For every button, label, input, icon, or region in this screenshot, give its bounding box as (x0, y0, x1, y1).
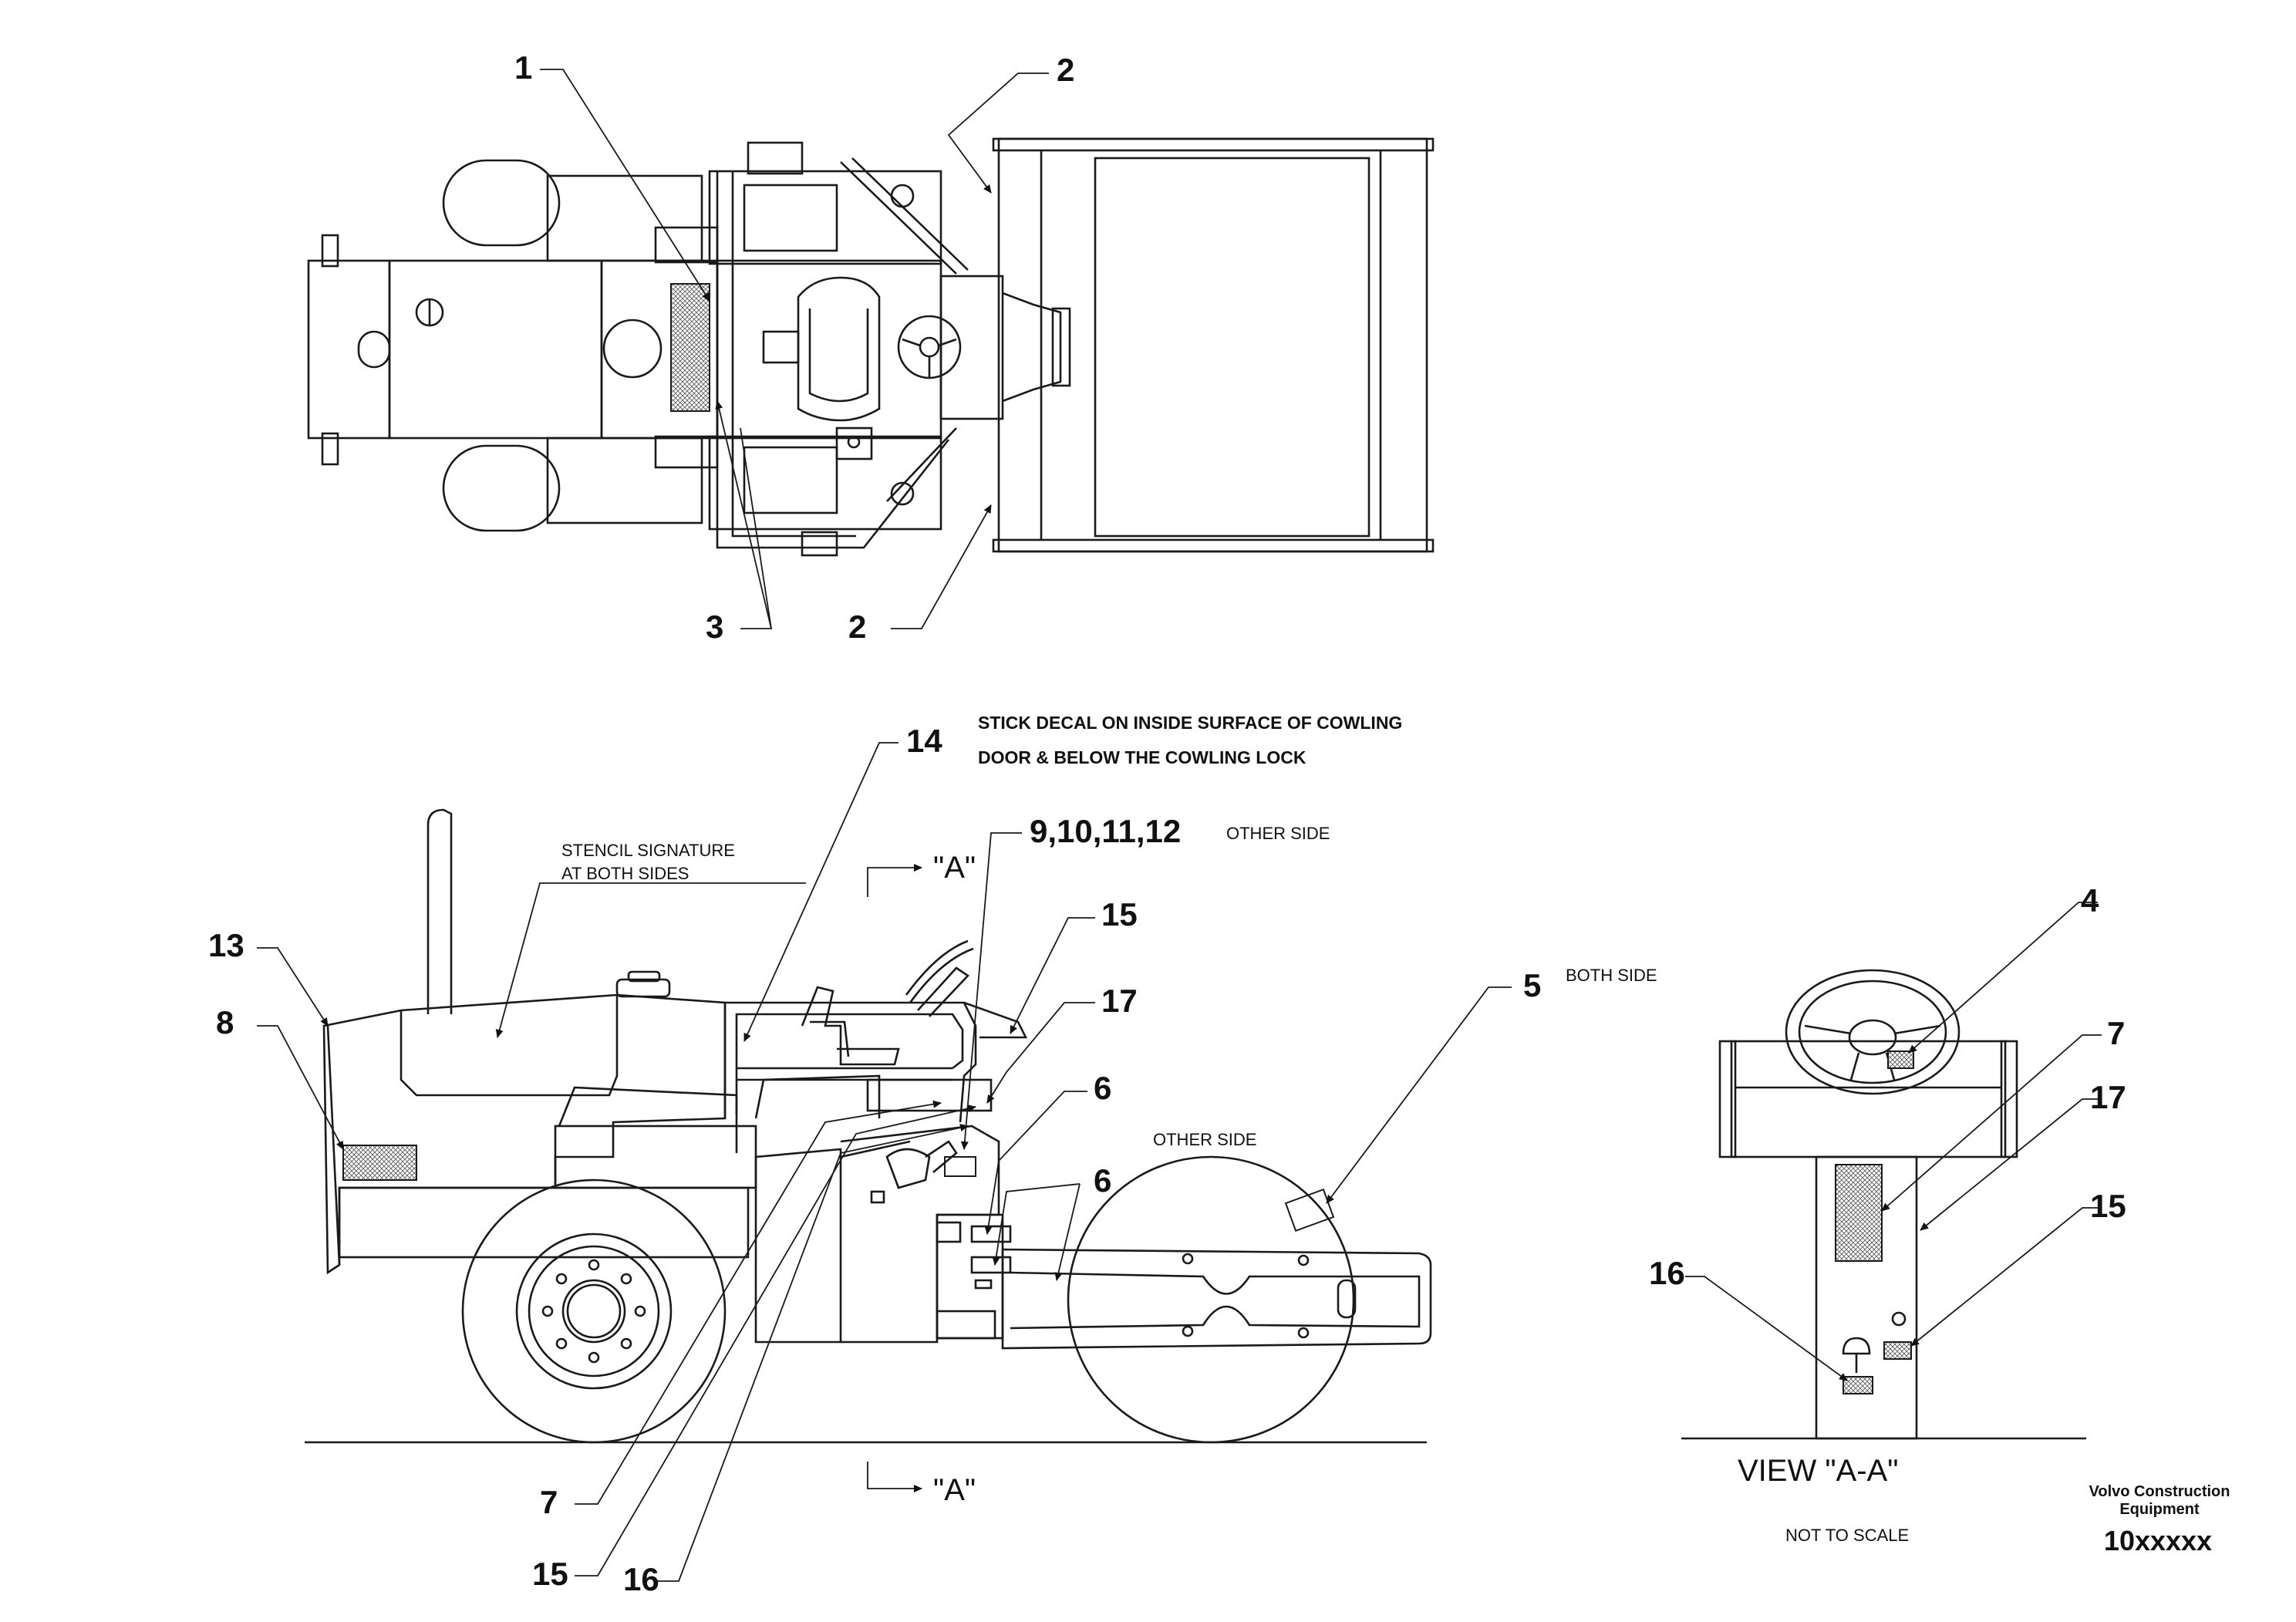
rear-bumper (307, 259, 391, 440)
front-support (754, 1148, 842, 1344)
callout-5: 5 (1523, 967, 1541, 1003)
view-title: VIEW "A-A" (1738, 1454, 1898, 1488)
decal-7-front (1835, 1164, 1883, 1262)
drum-side (1067, 1155, 1355, 1444)
callout-14: 14 (906, 723, 942, 759)
callout-labels: 1 2 2 3 14 9,10,11,12 15 17 13 8 5 6 6 7… (208, 49, 2126, 1597)
decal-15-front (1883, 1341, 1912, 1360)
engine-hood (388, 259, 603, 440)
decal-8-side (342, 1145, 417, 1181)
steering-wheel-front (1785, 969, 1961, 1095)
callout-2-upper: 2 (1057, 52, 1074, 88)
decal-1-top (670, 283, 710, 412)
callout-16-front: 16 (1649, 1255, 1685, 1291)
callout-7-side: 7 (540, 1484, 558, 1520)
drum-frame-side (1001, 1248, 1432, 1350)
note-other-side-1: OTHER SIDE (1226, 824, 1330, 843)
pedestal-front (1815, 1155, 1918, 1440)
callout-8: 8 (216, 1004, 234, 1040)
note-other-side-2: OTHER SIDE (1153, 1130, 1256, 1149)
callout-16-side: 16 (623, 1561, 659, 1597)
wheel-bolts (541, 1259, 646, 1364)
left-upper-tank (442, 159, 561, 247)
callout-7-front: 7 (2107, 1015, 2125, 1051)
operator-seat (797, 276, 881, 422)
callout-13: 13 (208, 927, 244, 963)
callout-6-upper: 6 (1094, 1070, 1111, 1106)
callout-1: 1 (514, 49, 532, 86)
top-view (307, 69, 1435, 629)
lever-icon (1842, 1337, 1871, 1355)
title-block: Volvo Construction Equipment 10xxxxx (2089, 1483, 2230, 1556)
callout-15-front: 15 (2090, 1188, 2126, 1224)
exhaust-stack (426, 808, 453, 1014)
callout-2-lower: 2 (848, 609, 866, 645)
callout-15-side: 15 (1101, 896, 1138, 932)
rear-cowling (322, 993, 727, 1275)
decal-4-front (1887, 1050, 1914, 1069)
scale-note: NOT TO SCALE (1785, 1526, 1909, 1545)
part-number: 10xxxxx (2104, 1525, 2212, 1556)
section-mark-bottom: "A" (933, 1473, 976, 1507)
note-cowling-line1: STICK DECAL ON INSIDE SURFACE OF COWLING (978, 713, 1402, 733)
drum-frame (997, 137, 1428, 553)
callout-15-bottom: 15 (532, 1556, 568, 1592)
rops-frame (723, 1001, 977, 1123)
callout-17-front: 17 (2090, 1079, 2126, 1115)
note-stencil-line2: AT BOTH SIDES (561, 864, 689, 883)
company-line1: Volvo Construction (2089, 1483, 2230, 1500)
drum-top (1094, 157, 1371, 538)
section-mark-top: "A" (933, 851, 976, 885)
company-line2: Equipment (2119, 1501, 2200, 1518)
callout-9-12: 9,10,11,12 (1030, 813, 1181, 849)
callout-17-side: 17 (1101, 983, 1138, 1019)
decal-16-front (1843, 1376, 1873, 1394)
callout-3: 3 (706, 609, 723, 645)
note-cowling-line2: DOOR & BELOW THE COWLING LOCK (978, 747, 1306, 767)
rear-tire (461, 1179, 727, 1444)
note-both-side: BOTH SIDE (1566, 966, 1657, 985)
side-view (257, 742, 1512, 1582)
view-a-a (1681, 902, 2102, 1440)
note-stencil-line1: STENCIL SIGNATURE (561, 841, 735, 860)
callout-6-lower: 6 (1094, 1162, 1111, 1199)
left-lower-tank (442, 444, 561, 532)
callout-4: 4 (2081, 882, 2099, 919)
seat-side (801, 986, 900, 1066)
operator-platform (716, 259, 942, 440)
air-intake-icon (602, 319, 663, 379)
notes: STICK DECAL ON INSIDE SURFACE OF COWLING… (561, 713, 1909, 1545)
decal-15-17-side (944, 1156, 976, 1177)
